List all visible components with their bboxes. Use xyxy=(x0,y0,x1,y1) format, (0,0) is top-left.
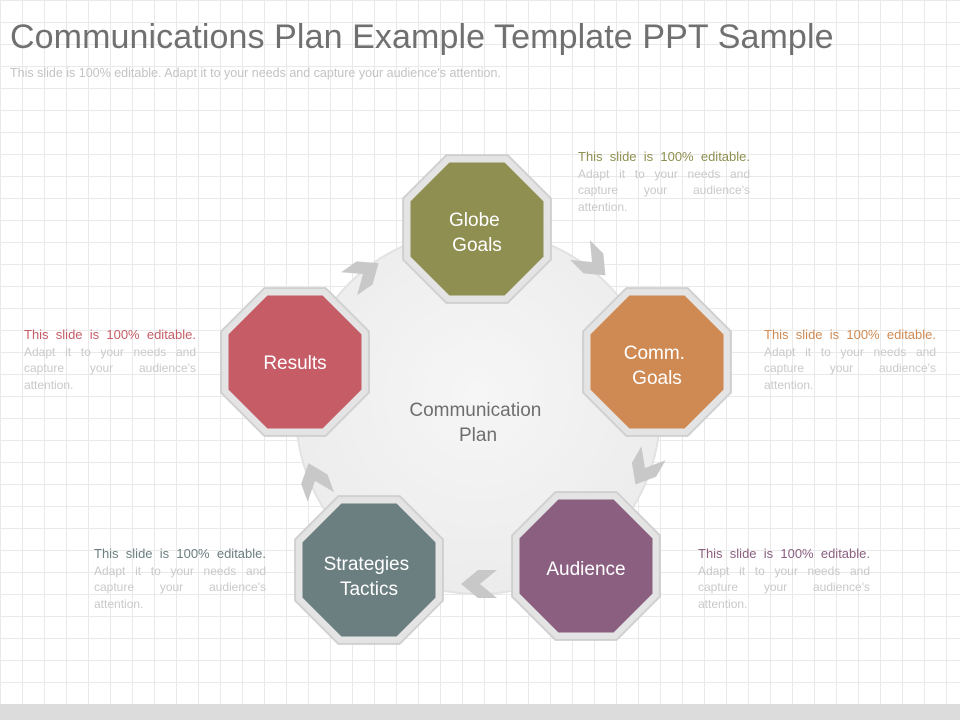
node-comm-goals: Comm. Goals xyxy=(582,287,732,437)
node-globe-goals: Globe Goals xyxy=(402,154,552,304)
cycle-arrows xyxy=(301,240,666,598)
center-label-line-2: Plan xyxy=(459,425,497,446)
slide-footer-bar xyxy=(0,704,960,720)
node-audience: Audience xyxy=(511,491,661,641)
cycle-arrow-audience-to-strategies xyxy=(461,570,497,598)
node-results-label-1: Results xyxy=(263,353,326,374)
cycle-arrow-globe-to-comm xyxy=(570,240,606,276)
description-audience: This slide is 100% editable. Adapt it to… xyxy=(698,546,870,612)
description-globe-goals-lead: This slide is 100% editable. xyxy=(578,149,750,164)
node-audience-label-1: Audience xyxy=(546,559,625,580)
svg-text:Audience: Audience xyxy=(546,559,625,580)
description-audience-body: Adapt it to your needs and capture your … xyxy=(698,563,870,611)
svg-text:Strategies Tactics: Strategies Tactics xyxy=(324,554,415,600)
cycle-arrow-strategies-to-results xyxy=(301,463,334,502)
node-strategies-tactics-label-2: Tactics xyxy=(340,579,398,600)
center-label-line-1: Communication xyxy=(409,400,541,421)
slide-subtitle: This slide is 100% editable. Adapt it to… xyxy=(10,66,501,80)
description-audience-lead: This slide is 100% editable. xyxy=(698,546,870,561)
svg-text:Globe Goals: Globe Goals xyxy=(449,210,505,256)
description-results-lead: This slide is 100% editable. xyxy=(24,327,196,342)
slide-title: Communications Plan Example Template PPT… xyxy=(10,18,834,56)
node-comm-goals-label-1: Comm. xyxy=(624,343,685,364)
description-results-body: Adapt it to your needs and capture your … xyxy=(24,344,196,392)
svg-text:Comm. Goals: Comm. Goals xyxy=(624,343,691,389)
description-comm-goals: This slide is 100% editable. Adapt it to… xyxy=(764,327,936,393)
node-comm-goals-label-2: Goals xyxy=(632,368,682,389)
cycle-arrow-results-to-globe xyxy=(341,261,379,296)
description-comm-goals-lead: This slide is 100% editable. xyxy=(764,327,936,342)
description-globe-goals: This slide is 100% editable. Adapt it to… xyxy=(578,149,750,215)
node-strategies-tactics: Strategies Tactics xyxy=(294,495,444,645)
description-comm-goals-body: Adapt it to your needs and capture your … xyxy=(764,344,936,392)
node-globe-goals-label-1: Globe xyxy=(449,210,500,231)
svg-text:Communication Plan: Communication Plan xyxy=(409,400,546,446)
node-globe-goals-label-2: Goals xyxy=(452,235,502,256)
node-strategies-tactics-label-1: Strategies xyxy=(324,554,410,575)
description-globe-goals-body: Adapt it to your needs and capture your … xyxy=(578,166,750,214)
description-strategies-tactics-body: Adapt it to your needs and capture your … xyxy=(94,563,266,611)
node-results: Results xyxy=(220,287,370,437)
description-strategies-tactics: This slide is 100% editable. Adapt it to… xyxy=(94,546,266,612)
svg-text:Results: Results xyxy=(263,353,326,374)
description-results: This slide is 100% editable. Adapt it to… xyxy=(24,327,196,393)
description-strategies-tactics-lead: This slide is 100% editable. xyxy=(94,546,266,561)
cycle-arrow-comm-to-audience xyxy=(631,446,666,485)
